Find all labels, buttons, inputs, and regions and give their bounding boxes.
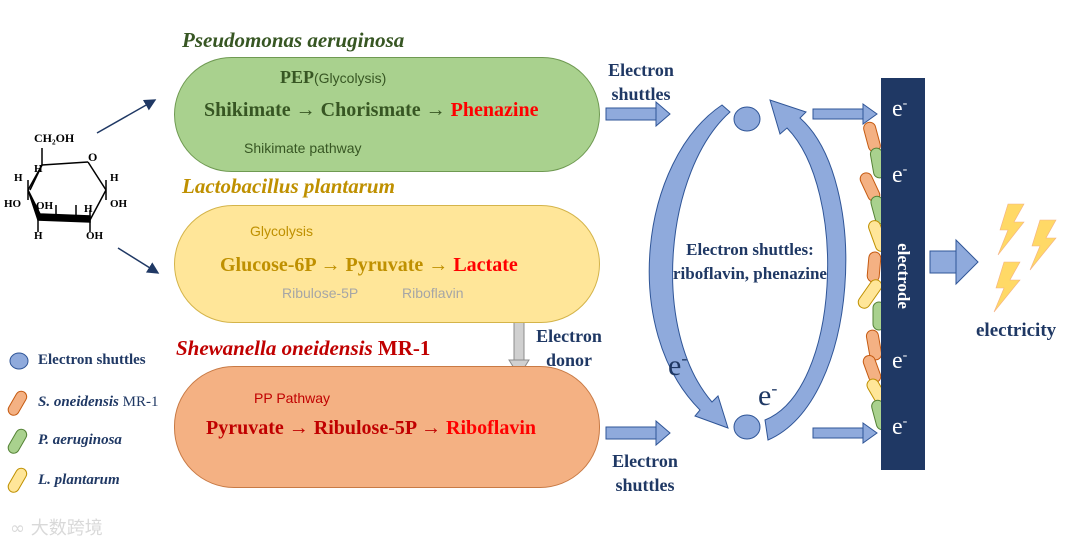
- glucose-h1: H: [34, 163, 43, 175]
- legend-shewanella-name: S. oneidensis: [38, 394, 119, 410]
- pep-label: PEP(Glycolysis): [280, 67, 386, 88]
- electricity-arrow: [929, 238, 979, 286]
- block-arrow-top: [605, 100, 671, 128]
- title-shewanella: Shewanella oneidensis MR-1: [176, 336, 430, 361]
- shikimate-pathway-label: Shikimate pathway: [244, 140, 362, 156]
- watermark-icon: ∞: [10, 518, 25, 539]
- electrode: [881, 78, 925, 470]
- watermark-text: 大数跨境: [30, 518, 103, 539]
- pseudomonas-pathway-box: [174, 57, 600, 172]
- label-shuttles-top: Electron shuttles: [596, 58, 686, 106]
- pp-pathway-line: Pyruvate → Ribulose-5P → Riboflavin: [206, 417, 536, 440]
- cycle-e-left-sign: -: [681, 348, 688, 368]
- watermark: ∞ 大数跨境: [10, 514, 103, 540]
- electrode-e1-letter: e: [892, 96, 903, 122]
- label-shuttles-top-line1: Electron: [608, 60, 674, 80]
- electrode-e3-sign: -: [902, 348, 908, 363]
- lightning-icon: [993, 203, 1057, 313]
- glycolysis-pathway-text: Glucose-6P → Pyruvate →: [220, 254, 454, 276]
- electrode-e1: e-: [892, 96, 907, 123]
- arrow-to-electrode-bottom: [812, 422, 878, 444]
- legend-pseudomonas: P. aeruginosa: [38, 432, 122, 449]
- label-shuttles-bottom-line2: shuttles: [615, 475, 675, 495]
- glucose-o: O: [88, 150, 98, 164]
- electrode-e3: e-: [892, 348, 907, 375]
- glucose-oh3: OH: [86, 230, 104, 242]
- electrode-e2-letter: e: [892, 162, 903, 188]
- block-arrow-bottom: [605, 419, 671, 447]
- glycolysis-pathway-line: Glucose-6P → Pyruvate → Lactate: [220, 254, 518, 277]
- glucose-structure: [27, 148, 107, 232]
- side-ribulose: Ribulose-5P: [282, 285, 359, 301]
- side-riboflavin: Riboflavin: [402, 285, 464, 301]
- glucose-h3: H: [110, 172, 119, 184]
- arrow-to-lactobacillus: [117, 247, 160, 274]
- cycle-e-right-letter: e: [758, 379, 772, 412]
- cycle-arrow-right: [764, 99, 847, 441]
- cycle-e-right-sign: -: [771, 378, 778, 398]
- cycle-e-left-letter: e: [668, 349, 682, 382]
- label-cycle-line2: riboflavin, phenazine: [673, 264, 827, 283]
- cycle-e-left: e-: [668, 348, 687, 383]
- pp-pathway-label: PP Pathway: [254, 390, 331, 406]
- pep-note: (Glycolysis): [314, 70, 387, 86]
- legend-pseudomonas-icon: [7, 428, 28, 454]
- label-donor-line2: donor: [545, 350, 592, 370]
- electrode-e4-sign: -: [902, 414, 908, 429]
- label-donor-line1: Electron: [536, 326, 602, 346]
- glucose-h5: H: [34, 230, 43, 242]
- glucose-ho: HO: [4, 198, 22, 210]
- title-shewanella-italic: Shewanella oneidensis: [176, 336, 373, 360]
- electrode-e4-letter: e: [892, 414, 903, 440]
- pep-text: PEP: [280, 67, 314, 87]
- glucose-oh1: OH: [36, 200, 54, 212]
- glucose-oh2: OH: [110, 198, 128, 210]
- lactate-product: Lactate: [453, 254, 518, 276]
- electrode-e2-sign: -: [902, 162, 908, 177]
- electrode-e1-sign: -: [902, 96, 908, 111]
- legend-shewanella: S. oneidensis MR-1: [38, 394, 158, 411]
- shewanella-pathway-box: [174, 366, 600, 488]
- glucose-h4: H: [84, 203, 93, 215]
- legend-shewanella-icon: [7, 390, 28, 416]
- label-cycle-line1: Electron shuttles:: [686, 240, 814, 259]
- pp-pathway-text: Pyruvate → Ribulose-5P →: [206, 417, 446, 439]
- electrode-e3-letter: e: [892, 348, 903, 374]
- label-electron-donor: Electron donor: [524, 324, 614, 372]
- shuttle-bottom: [733, 414, 761, 440]
- legend-lactobacillus-icon: [7, 467, 28, 493]
- electrode-label: electrode: [894, 243, 913, 309]
- cycle-e-right: e-: [758, 378, 777, 413]
- legend-shuttles: Electron shuttles: [38, 352, 146, 368]
- arrow-to-pseudomonas: [96, 99, 157, 134]
- electricity-label: electricity: [976, 320, 1057, 341]
- riboflavin-product: Riboflavin: [446, 417, 537, 439]
- title-shewanella-suffix: MR-1: [377, 336, 431, 360]
- legend-shuttle-icon: [9, 352, 29, 370]
- legend-lactobacillus: L. plantarum: [38, 472, 120, 489]
- title-lactobacillus: Lactobacillus plantarum: [182, 174, 395, 198]
- shikimate-pathway-text: Shikimate → Chorismate →: [204, 99, 451, 121]
- cycle-arrow-left: [648, 104, 731, 429]
- title-pseudomonas: Pseudomonas aeruginosa: [182, 28, 405, 52]
- shuttle-top: [733, 106, 761, 132]
- electrode-e2: e-: [892, 162, 907, 189]
- label-cycle-center: Electron shuttles: riboflavin, phenazine: [650, 238, 850, 286]
- glucose-ch2oh: CH₂OH: [34, 131, 75, 145]
- phenazine-product: Phenazine: [450, 99, 539, 121]
- legend-lactobacillus-name: L. plantarum: [38, 472, 120, 488]
- glycolysis-label: Glycolysis: [250, 223, 314, 239]
- legend-shewanella-suffix: MR-1: [118, 394, 159, 410]
- glucose-h2: H: [14, 172, 23, 184]
- label-shuttles-bottom: Electron shuttles: [600, 449, 690, 497]
- arrow-to-electrode-top: [812, 103, 878, 125]
- label-shuttles-bottom-line1: Electron: [612, 451, 678, 471]
- legend-pseudomonas-name: P. aeruginosa: [38, 432, 122, 448]
- electrode-e4: e-: [892, 414, 907, 441]
- label-shuttles-top-line2: shuttles: [611, 84, 671, 104]
- lactobacillus-pathway-box: [174, 205, 600, 323]
- shikimate-pathway-line: Shikimate → Chorismate → Phenazine: [204, 99, 538, 122]
